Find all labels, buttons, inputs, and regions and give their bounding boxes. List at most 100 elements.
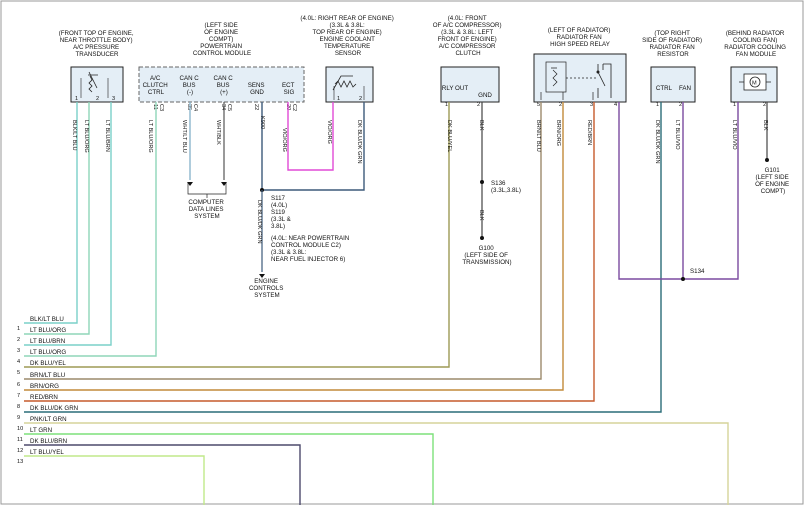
ac-pressure-pin-1: 1: [75, 96, 78, 102]
relay-contact: [596, 70, 600, 74]
coolant-sensor-box: [325, 66, 374, 103]
vertical-wire-labels: BLK/LT BLU LT BLU/ORG LT BLU/BRN LT BLU/…: [71, 116, 768, 244]
coolant-sensor-heading: (4.0L: RIGHT REAR OF ENGINE) (3.3L & 3.8…: [300, 15, 395, 57]
bus-number-10: 10: [17, 426, 23, 432]
wire-label-resistor-2: LT BLU/VIO: [674, 120, 680, 150]
pcm-pin-2-label: CAN C BUS (-): [180, 75, 201, 96]
bus-number-3: 3: [17, 348, 20, 354]
wire-ect-sig: [287, 102, 334, 171]
wire-label-relay-2: BRN/ORG: [555, 120, 561, 146]
wire-label-clutch-2: BLK: [478, 120, 484, 131]
bus-wire-label-11: LT GRN: [30, 427, 52, 434]
pcm-box: [138, 66, 305, 103]
clutch-gnd-label: GND: [478, 92, 492, 99]
resistor-ctrl-label: CTRL: [656, 85, 673, 92]
wire-label-pcm-1: LT BLU/ORG: [147, 120, 153, 153]
bus-wire-label-1: BLK/LT BLU: [30, 316, 64, 323]
bus-number-8: 8: [17, 404, 20, 410]
clutch-relay-out-label: RLY OUT: [442, 85, 468, 92]
wire-s134: [618, 102, 739, 280]
wire-label-pcm-3: WHT/BLK: [215, 120, 221, 145]
bus-number-9: 9: [17, 415, 20, 421]
resistor-fan-label: FAN: [679, 85, 691, 92]
ac-pressure-box: [70, 66, 124, 103]
thermistor-symbol: [332, 75, 357, 91]
relay-pin-3: 3: [590, 102, 593, 108]
fan-module-box: [730, 66, 778, 103]
data-lines-text: COMPUTER DATA LINES SYSTEM: [188, 199, 225, 220]
wire-11: [24, 433, 434, 505]
relay-pin-5: 5: [537, 102, 540, 108]
bus-wire-label-12: DK BLU/BRN: [30, 438, 67, 445]
wire-label-fan-2: BLK: [762, 120, 768, 131]
transducer-leads: [80, 78, 109, 98]
bus-number-5: 5: [17, 370, 20, 376]
bus-number-7: 7: [17, 393, 20, 399]
wire-coolant-gnd: [261, 102, 365, 191]
splice-note: S117 (4.0L) S119 (3.3L & 3.8L) (4.0L: NE…: [249, 195, 351, 299]
bus-wire-label-3: LT BLU/BRN: [30, 338, 65, 345]
pcm-pin-num-2: 35: [186, 104, 192, 110]
wire-label-clutch-1: DK BLU/YEL: [446, 120, 452, 152]
bus-number-2: 2: [17, 337, 20, 343]
wire-label-s136: BLK: [478, 210, 484, 221]
s134-label: S134: [690, 268, 705, 275]
wire-label-ac-1: BLK/LT BLU: [71, 120, 77, 151]
relay-coil-symbol: [551, 67, 558, 87]
bus-wire-label-7: BRN/ORG: [30, 383, 59, 390]
wire-3: [24, 102, 112, 346]
engine-controls-arrow: [259, 274, 265, 278]
fan-module-heading: (BEHIND RADIATOR COOLING FAN) RADIATOR C…: [724, 30, 787, 58]
powertrain-control-module: A/C CLUTCH CTRL CAN C BUS (-) CAN C BUS …: [138, 66, 305, 103]
wire-8: [24, 102, 595, 402]
radiator-fan-relay: 5 2 3 4: [533, 53, 627, 108]
wire-label-ac-3: LT BLU/BRN: [104, 120, 110, 152]
ac-clutch-heading: (4.0L: FRONT OF A/C COMPRESSOR) (3.3L & …: [433, 15, 504, 57]
wire-label-coolant-1: VIO/ORG: [326, 120, 332, 144]
s136-text: S136 (3.3L,3.8L): [491, 180, 521, 194]
wire-4: [24, 102, 157, 357]
ac-pressure-heading: (FRONT TOP OF ENGINE, NEAR THROTTLE BODY…: [59, 30, 136, 58]
pcm-pin-5-label: ECT SIG: [282, 82, 296, 96]
bus-number-4: 4: [17, 359, 20, 365]
resistor-pin-2: 2: [679, 102, 682, 108]
ac-pressure-pin-3: 3: [112, 96, 115, 102]
wire-7: [24, 102, 564, 391]
can-plus-arrow: [221, 182, 227, 186]
clutch-pin-1: 1: [445, 102, 448, 108]
coolant-pin-2: 2: [359, 96, 362, 102]
ac-compressor-clutch: RLY OUT GND 1 2: [440, 66, 500, 108]
wire-label-pcm-5: VIO/ORG: [281, 128, 287, 152]
fan-pin-2: 2: [763, 102, 766, 108]
resistor-pin-1: 1: [656, 102, 659, 108]
wire-label-ac-2: LT BLU/ORG: [83, 120, 89, 153]
wire-10: [24, 422, 729, 505]
splice-text: S117 (4.0L) S119 (3.3L & 3.8L) (4.0L: NE…: [271, 195, 351, 263]
resistor-box: [650, 66, 696, 103]
pcm-conn-3: C5: [226, 104, 232, 111]
wire-label-fan-1: LT BLU/VIO: [731, 120, 737, 150]
bus-number-6: 6: [17, 382, 20, 388]
fan-pin-1: 1: [733, 102, 736, 108]
relay-leads: [540, 92, 594, 100]
pcm-pin-4-label: SENS GND: [248, 82, 267, 96]
motor-m-glyph: M: [752, 81, 757, 87]
pcm-conn-5: C2: [291, 104, 297, 111]
wire-5: [24, 102, 450, 368]
wire-label-relay-3: RED/BRN: [586, 120, 592, 145]
g100-dot: [480, 236, 484, 240]
pcm-pin-num-3: 34: [220, 104, 226, 110]
relay-pin-2: 2: [559, 102, 562, 108]
bus-number-11: 11: [17, 437, 23, 443]
wire-label-coolant-2: DK BLU/DK GRN: [356, 120, 362, 164]
sensor-leads: [333, 86, 365, 100]
bus-wire-label-13: LT BLU/YEL: [30, 449, 64, 456]
relay-pin-4: 4: [614, 102, 617, 108]
engine-controls-text: ENGINE CONTROLS SYSTEM: [249, 278, 285, 299]
wire-12: [24, 444, 301, 505]
wire-label-pcm-gnd: DK BLU/DK GRN: [256, 200, 262, 244]
